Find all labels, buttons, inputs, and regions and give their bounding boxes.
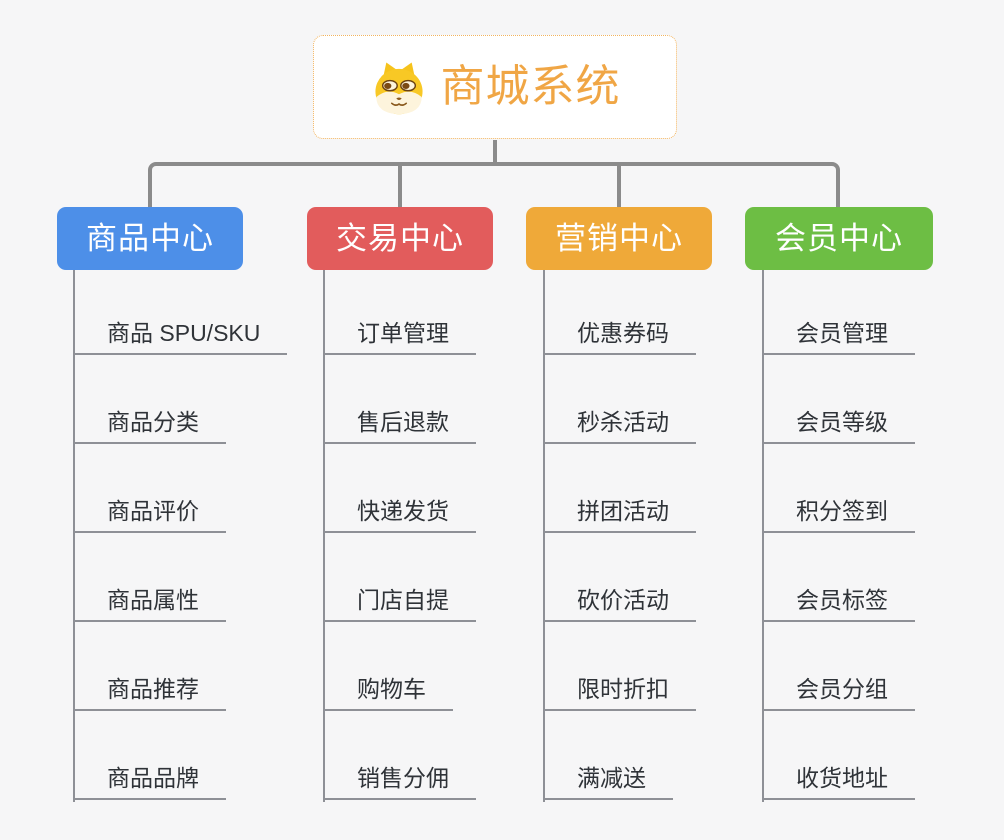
topic-item[interactable]: 满减送: [543, 758, 673, 800]
topic-item[interactable]: 商品评价: [73, 491, 226, 533]
branch-children-trade: 订单管理 售后退款 快递发货 门店自提 购物车 销售分佣: [323, 270, 553, 810]
topic-item[interactable]: 会员分组: [762, 669, 915, 711]
topic-item[interactable]: 售后退款: [323, 402, 476, 444]
root-title: 商城系统: [440, 62, 621, 111]
topic-item[interactable]: 拼团活动: [543, 491, 696, 533]
branch-children-marketing: 优惠券码 秒杀活动 拼团活动 砍价活动 限时折扣 满减送: [543, 270, 773, 810]
topic-item[interactable]: 门店自提: [323, 580, 476, 622]
connector-bus-left: [148, 162, 495, 208]
topic-item[interactable]: 秒杀活动: [543, 402, 696, 444]
connector-drop-trade: [398, 162, 402, 208]
topic-item[interactable]: 会员标签: [762, 580, 915, 622]
root-node[interactable]: 商城系统: [313, 35, 677, 139]
topic-item[interactable]: 商品品牌: [73, 758, 226, 800]
topic-item[interactable]: 收货地址: [762, 758, 915, 800]
branch-children-member: 会员管理 会员等级 积分签到 会员标签 会员分组 收货地址: [762, 270, 992, 810]
topic-item[interactable]: 限时折扣: [543, 669, 696, 711]
connector-trunk: [762, 270, 764, 802]
topic-item[interactable]: 积分签到: [762, 491, 915, 533]
topic-item[interactable]: 砍价活动: [543, 580, 696, 622]
branch-node-member[interactable]: 会员中心: [745, 207, 933, 270]
branch-node-product[interactable]: 商品中心: [57, 207, 243, 270]
connector-trunk: [323, 270, 325, 802]
topic-item[interactable]: 快递发货: [323, 491, 476, 533]
topic-item[interactable]: 优惠券码: [543, 313, 696, 355]
connector-bus-right: [491, 162, 840, 208]
topic-item[interactable]: 订单管理: [323, 313, 476, 355]
connector-trunk: [543, 270, 545, 802]
topic-item[interactable]: 商品推荐: [73, 669, 226, 711]
connector-root-stub: [493, 140, 497, 166]
connector-drop-marketing: [617, 162, 621, 208]
topic-item[interactable]: 购物车: [323, 669, 453, 711]
topic-item[interactable]: 会员管理: [762, 313, 915, 355]
topic-item[interactable]: 销售分佣: [323, 758, 476, 800]
connector-trunk: [73, 270, 75, 802]
topic-item[interactable]: 商品 SPU/SKU: [73, 313, 288, 355]
branch-node-marketing[interactable]: 营销中心: [526, 207, 712, 270]
branch-children-product: 商品 SPU/SKU 商品分类 商品评价 商品属性 商品推荐 商品品牌: [73, 270, 303, 810]
topic-item[interactable]: 会员等级: [762, 402, 915, 444]
topic-item[interactable]: 商品属性: [73, 580, 226, 622]
topic-item[interactable]: 商品分类: [73, 402, 226, 444]
branch-node-trade[interactable]: 交易中心: [307, 207, 493, 270]
dog-logo-icon: [374, 62, 423, 115]
